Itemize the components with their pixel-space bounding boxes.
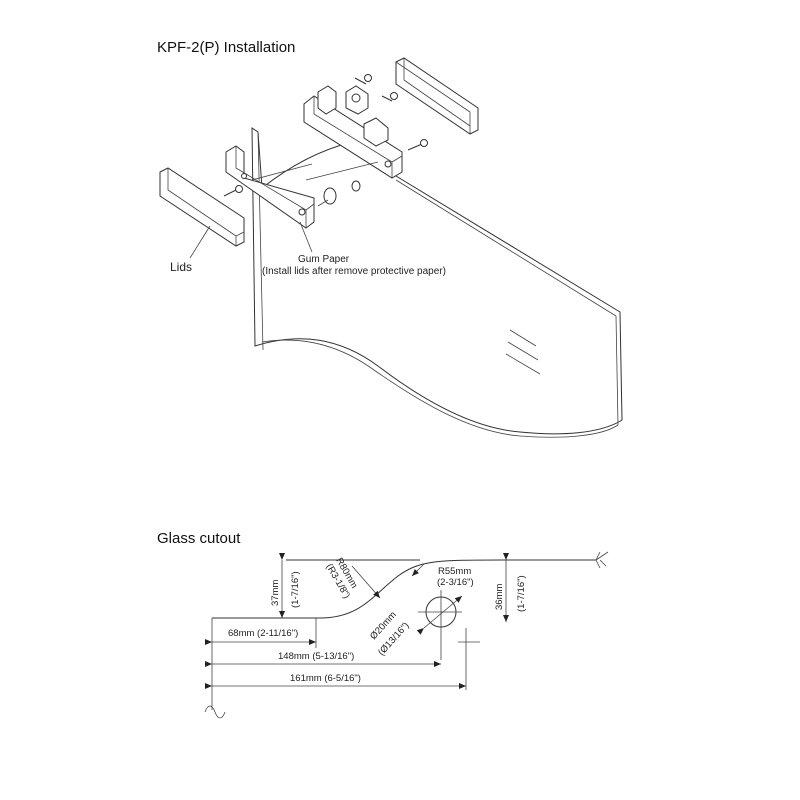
svg-text:148mm (5-13/16"): 148mm (5-13/16") (278, 651, 354, 662)
dim-height-left: 37mm (1-7/16") (270, 553, 301, 618)
svg-text:(1-7/16"): (1-7/16") (516, 575, 527, 612)
dim-radius-small: R55mm (2-3/16") (411, 563, 474, 588)
cutout-hole (418, 590, 480, 690)
cutout-title: Glass cutout (157, 530, 241, 547)
svg-text:(2-3/16"): (2-3/16") (437, 577, 474, 588)
glass-shine-marks (505, 329, 541, 375)
gum-paper-note: (Install lids after remove protective pa… (262, 266, 446, 277)
svg-text:37mm: 37mm (270, 580, 281, 606)
gum-paper-leader (299, 221, 313, 253)
dim-width-148: 148mm (5-13/16") (205, 651, 441, 667)
assembly-guides (251, 161, 379, 181)
dim-width-161: 161mm (6-5/16") (205, 673, 466, 689)
lid-left (159, 167, 245, 247)
screw-left (223, 185, 243, 197)
svg-text:(1-7/16"): (1-7/16") (290, 571, 301, 608)
installation-title: KPF-2(P) Installation (157, 39, 295, 56)
washer-pair (317, 180, 361, 207)
lid-right (395, 57, 479, 135)
dim-hole-diameter: Ø20mm (Ø13/16") (368, 595, 463, 658)
dim-width-68: 68mm (2-11/16") (205, 618, 317, 648)
svg-text:R55mm: R55mm (438, 566, 471, 577)
svg-text:36mm: 36mm (494, 584, 505, 610)
glass-panel (251, 127, 623, 438)
lids-leader (189, 225, 211, 259)
lids-label: Lids (170, 260, 192, 274)
inner-plate (225, 145, 315, 229)
dim-height-right: 36mm (1-7/16") (494, 553, 527, 622)
clamp-body (303, 85, 403, 179)
screw-top-right (381, 92, 398, 102)
screw-side (407, 139, 428, 151)
svg-text:161mm (6-5/16"): 161mm (6-5/16") (290, 673, 361, 684)
svg-text:68mm (2-11/16"): 68mm (2-11/16") (228, 628, 298, 639)
screw-top-left (354, 74, 372, 85)
dim-radius-large: R80mm (R3-1/8") (323, 556, 381, 601)
gum-paper-label: Gum Paper (298, 254, 350, 265)
